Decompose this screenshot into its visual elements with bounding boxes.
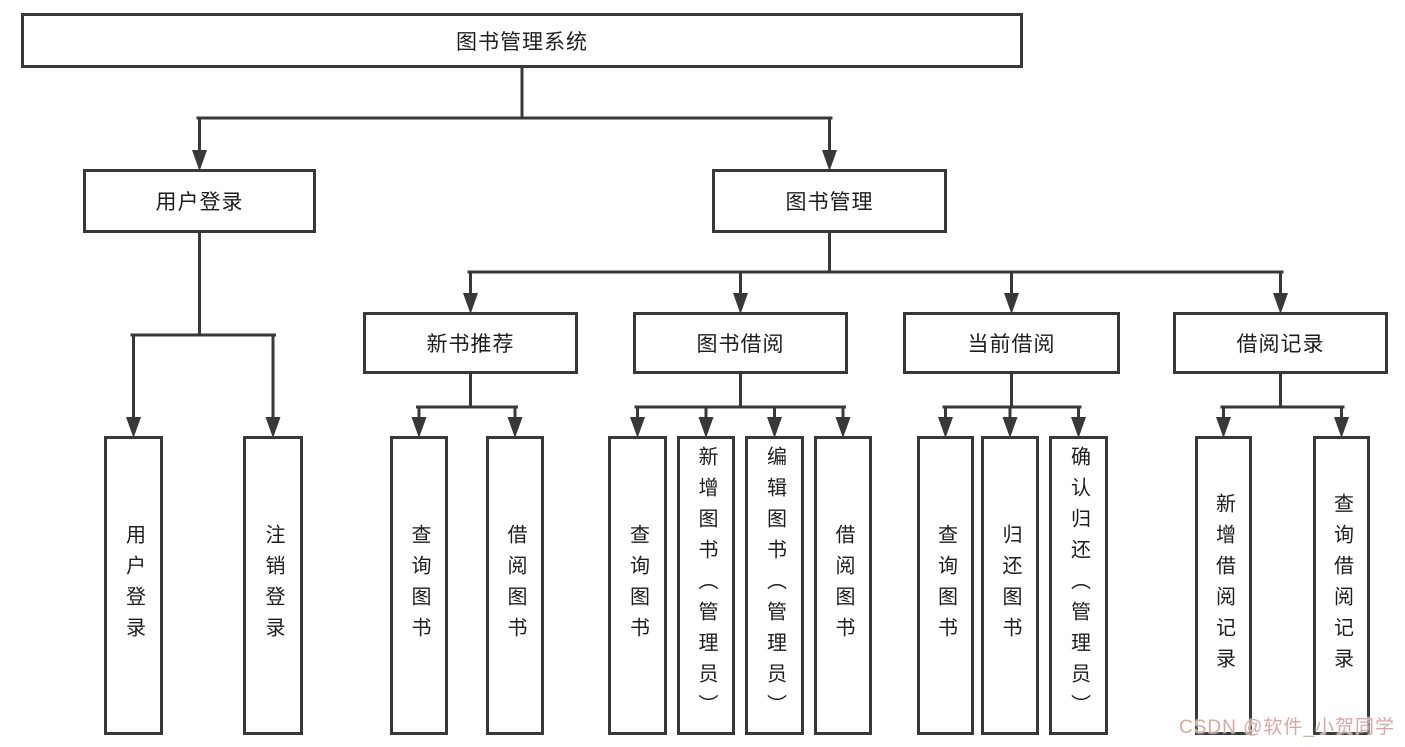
node-label: 查询图书 xyxy=(626,523,649,648)
node-query-book-recommend: 查询图书 xyxy=(390,436,448,735)
node-query-borrow-record: 查询借阅记录 xyxy=(1313,436,1370,735)
node-current-borrow: 当前借阅 xyxy=(903,312,1120,374)
node-label: 新增图书（管理员） xyxy=(695,446,717,725)
node-label: 图书管理 xyxy=(785,191,874,214)
node-query-book-current: 查询图书 xyxy=(917,436,974,735)
node-query-book-borrow: 查询图书 xyxy=(608,436,667,735)
node-label: 新增借阅记录 xyxy=(1212,492,1235,679)
node-label: 编辑图书（管理员） xyxy=(763,446,786,725)
node-label: 查询图书 xyxy=(934,523,957,648)
node-add-book-admin: 新增图书（管理员） xyxy=(677,436,735,735)
node-label: 图书借阅 xyxy=(696,333,785,356)
node-borrow-book-recommend: 借阅图书 xyxy=(486,436,544,735)
node-add-borrow-record: 新增借阅记录 xyxy=(1195,436,1252,735)
node-label: 借阅记录 xyxy=(1236,333,1325,356)
node-label: 用户登录 xyxy=(122,523,145,648)
node-edit-book-admin: 编辑图书（管理员） xyxy=(745,436,804,735)
node-label: 当前借阅 xyxy=(967,333,1056,356)
node-user-login-leaf: 用户登录 xyxy=(104,436,163,735)
node-confirm-return-admin: 确认归还（管理员） xyxy=(1049,436,1108,735)
watermark: CSDN @软件_小贺同学 xyxy=(1179,717,1395,738)
node-borrow-book-leaf: 借阅图书 xyxy=(814,436,872,735)
node-label: 图书管理系统 xyxy=(456,30,588,54)
node-label: 确认归还（管理员） xyxy=(1067,446,1090,725)
node-label: 查询图书 xyxy=(408,523,430,648)
node-label: 用户登录 xyxy=(155,191,244,214)
node-return-book: 归还图书 xyxy=(981,436,1039,735)
node-book-borrow: 图书借阅 xyxy=(633,312,848,374)
node-label: 查询借阅记录 xyxy=(1330,492,1353,679)
node-new-book-recommend: 新书推荐 xyxy=(363,312,578,374)
node-label: 归还图书 xyxy=(999,523,1021,648)
node-book-management: 图书管理 xyxy=(712,169,947,233)
node-label: 注销登录 xyxy=(262,523,284,648)
node-root: 图书管理系统 xyxy=(21,13,1023,68)
node-label: 借阅图书 xyxy=(832,523,854,648)
node-label: 借阅图书 xyxy=(504,523,526,648)
node-logout: 注销登录 xyxy=(243,436,303,735)
node-label: 新书推荐 xyxy=(426,333,515,356)
node-user-login: 用户登录 xyxy=(83,169,316,233)
node-borrow-record: 借阅记录 xyxy=(1173,312,1388,374)
